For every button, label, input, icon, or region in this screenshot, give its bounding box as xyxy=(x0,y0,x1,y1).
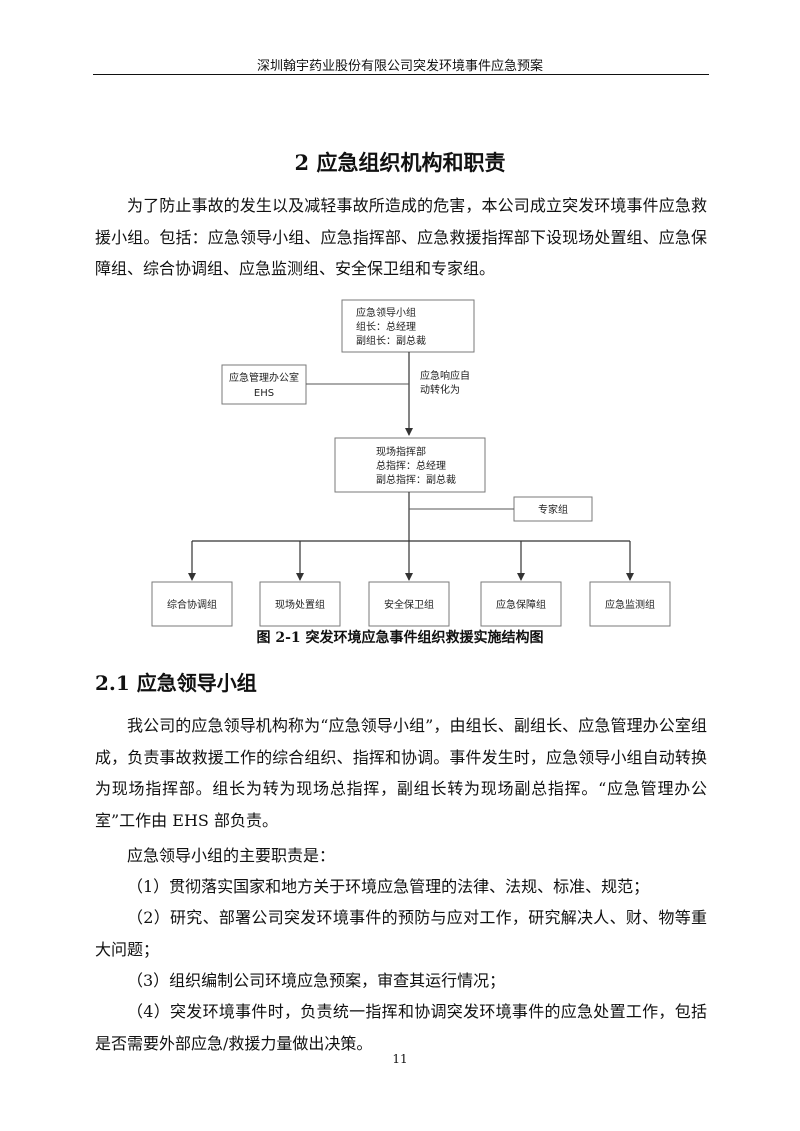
group-box-monitoring: 应急监测组 xyxy=(589,581,671,627)
office-ehs: EHS xyxy=(254,388,274,399)
section-paragraph: 我公司的应急领导机构称为“应急领导小组”，由组长、副组长、应急管理办公室组成，负… xyxy=(95,716,707,830)
arrow-label-line1: 应急响应自 xyxy=(420,369,470,382)
group-box-support: 应急保障组 xyxy=(480,581,562,627)
expert-label: 专家组 xyxy=(538,503,568,516)
figure-caption: 图 2-1 突发环境应急事件组织救援实施结构图 xyxy=(256,630,544,646)
group-label: 应急监测组 xyxy=(605,598,655,611)
command-title: 现场指挥部 xyxy=(376,445,426,458)
intro-paragraph: 为了防止事故的发生以及减轻事故所造成的危害，本公司成立突发环境事件应急救援小组。… xyxy=(95,196,707,278)
group-label: 安全保卫组 xyxy=(384,598,434,611)
group-box-security: 安全保卫组 xyxy=(368,581,450,627)
group-label: 应急保障组 xyxy=(496,598,546,611)
group-label: 现场处置组 xyxy=(275,598,325,611)
duty-item: （4）突发环境事件时，负责统一指挥和协调突发环境事件的应急处置工作，包括是否需要… xyxy=(95,1002,707,1053)
duty-item: （1）贯彻落实国家和地方关于环境应急管理的法律、法规、标准、规范； xyxy=(127,877,650,896)
leadership-deputy: 副组长：副总裁 xyxy=(356,334,426,347)
command-chief: 总指挥：总经理 xyxy=(376,459,446,472)
leadership-title: 应急领导小组 xyxy=(356,306,416,319)
group-label: 综合协调组 xyxy=(167,598,217,611)
header-title: 深圳翰宇药业股份有限公司突发环境事件应急预案 xyxy=(256,59,543,74)
office-title: 应急管理办公室 xyxy=(229,371,299,384)
leadership-box: 应急领导小组 组长：总经理 副组长：副总裁 xyxy=(341,299,475,353)
command-box: 现场指挥部 总指挥：总经理 副总指挥：副总裁 xyxy=(334,437,486,493)
leadership-leader: 组长：总经理 xyxy=(356,320,416,333)
arrow-label-line2: 动转化为 xyxy=(420,383,460,396)
duties-intro: 应急领导小组的主要职责是： xyxy=(127,846,336,865)
group-box-onsite: 现场处置组 xyxy=(259,581,341,627)
duty-item: （3）组织编制公司环境应急预案，审查其运行情况； xyxy=(127,971,506,990)
page-number: 11 xyxy=(392,1052,408,1066)
chapter-title: 2 应急组织机构和职责 xyxy=(294,150,506,175)
expert-box: 专家组 xyxy=(513,496,593,522)
office-box: 应急管理办公室 EHS xyxy=(221,364,307,405)
duty-item: （2）研究、部署公司突发环境事件的预防与应对工作，研究解决人、财、物等重大问题； xyxy=(95,908,707,959)
section-title: 2.1 应急领导小组 xyxy=(95,671,257,695)
command-deputy: 副总指挥：副总裁 xyxy=(376,473,456,486)
org-chart: 应急领导小组 组长：总经理 副组长：副总裁 应急管理办公室 EHS 应急响应自 … xyxy=(151,299,671,627)
header-rule xyxy=(93,74,709,75)
group-box-coordination: 综合协调组 xyxy=(151,581,233,627)
